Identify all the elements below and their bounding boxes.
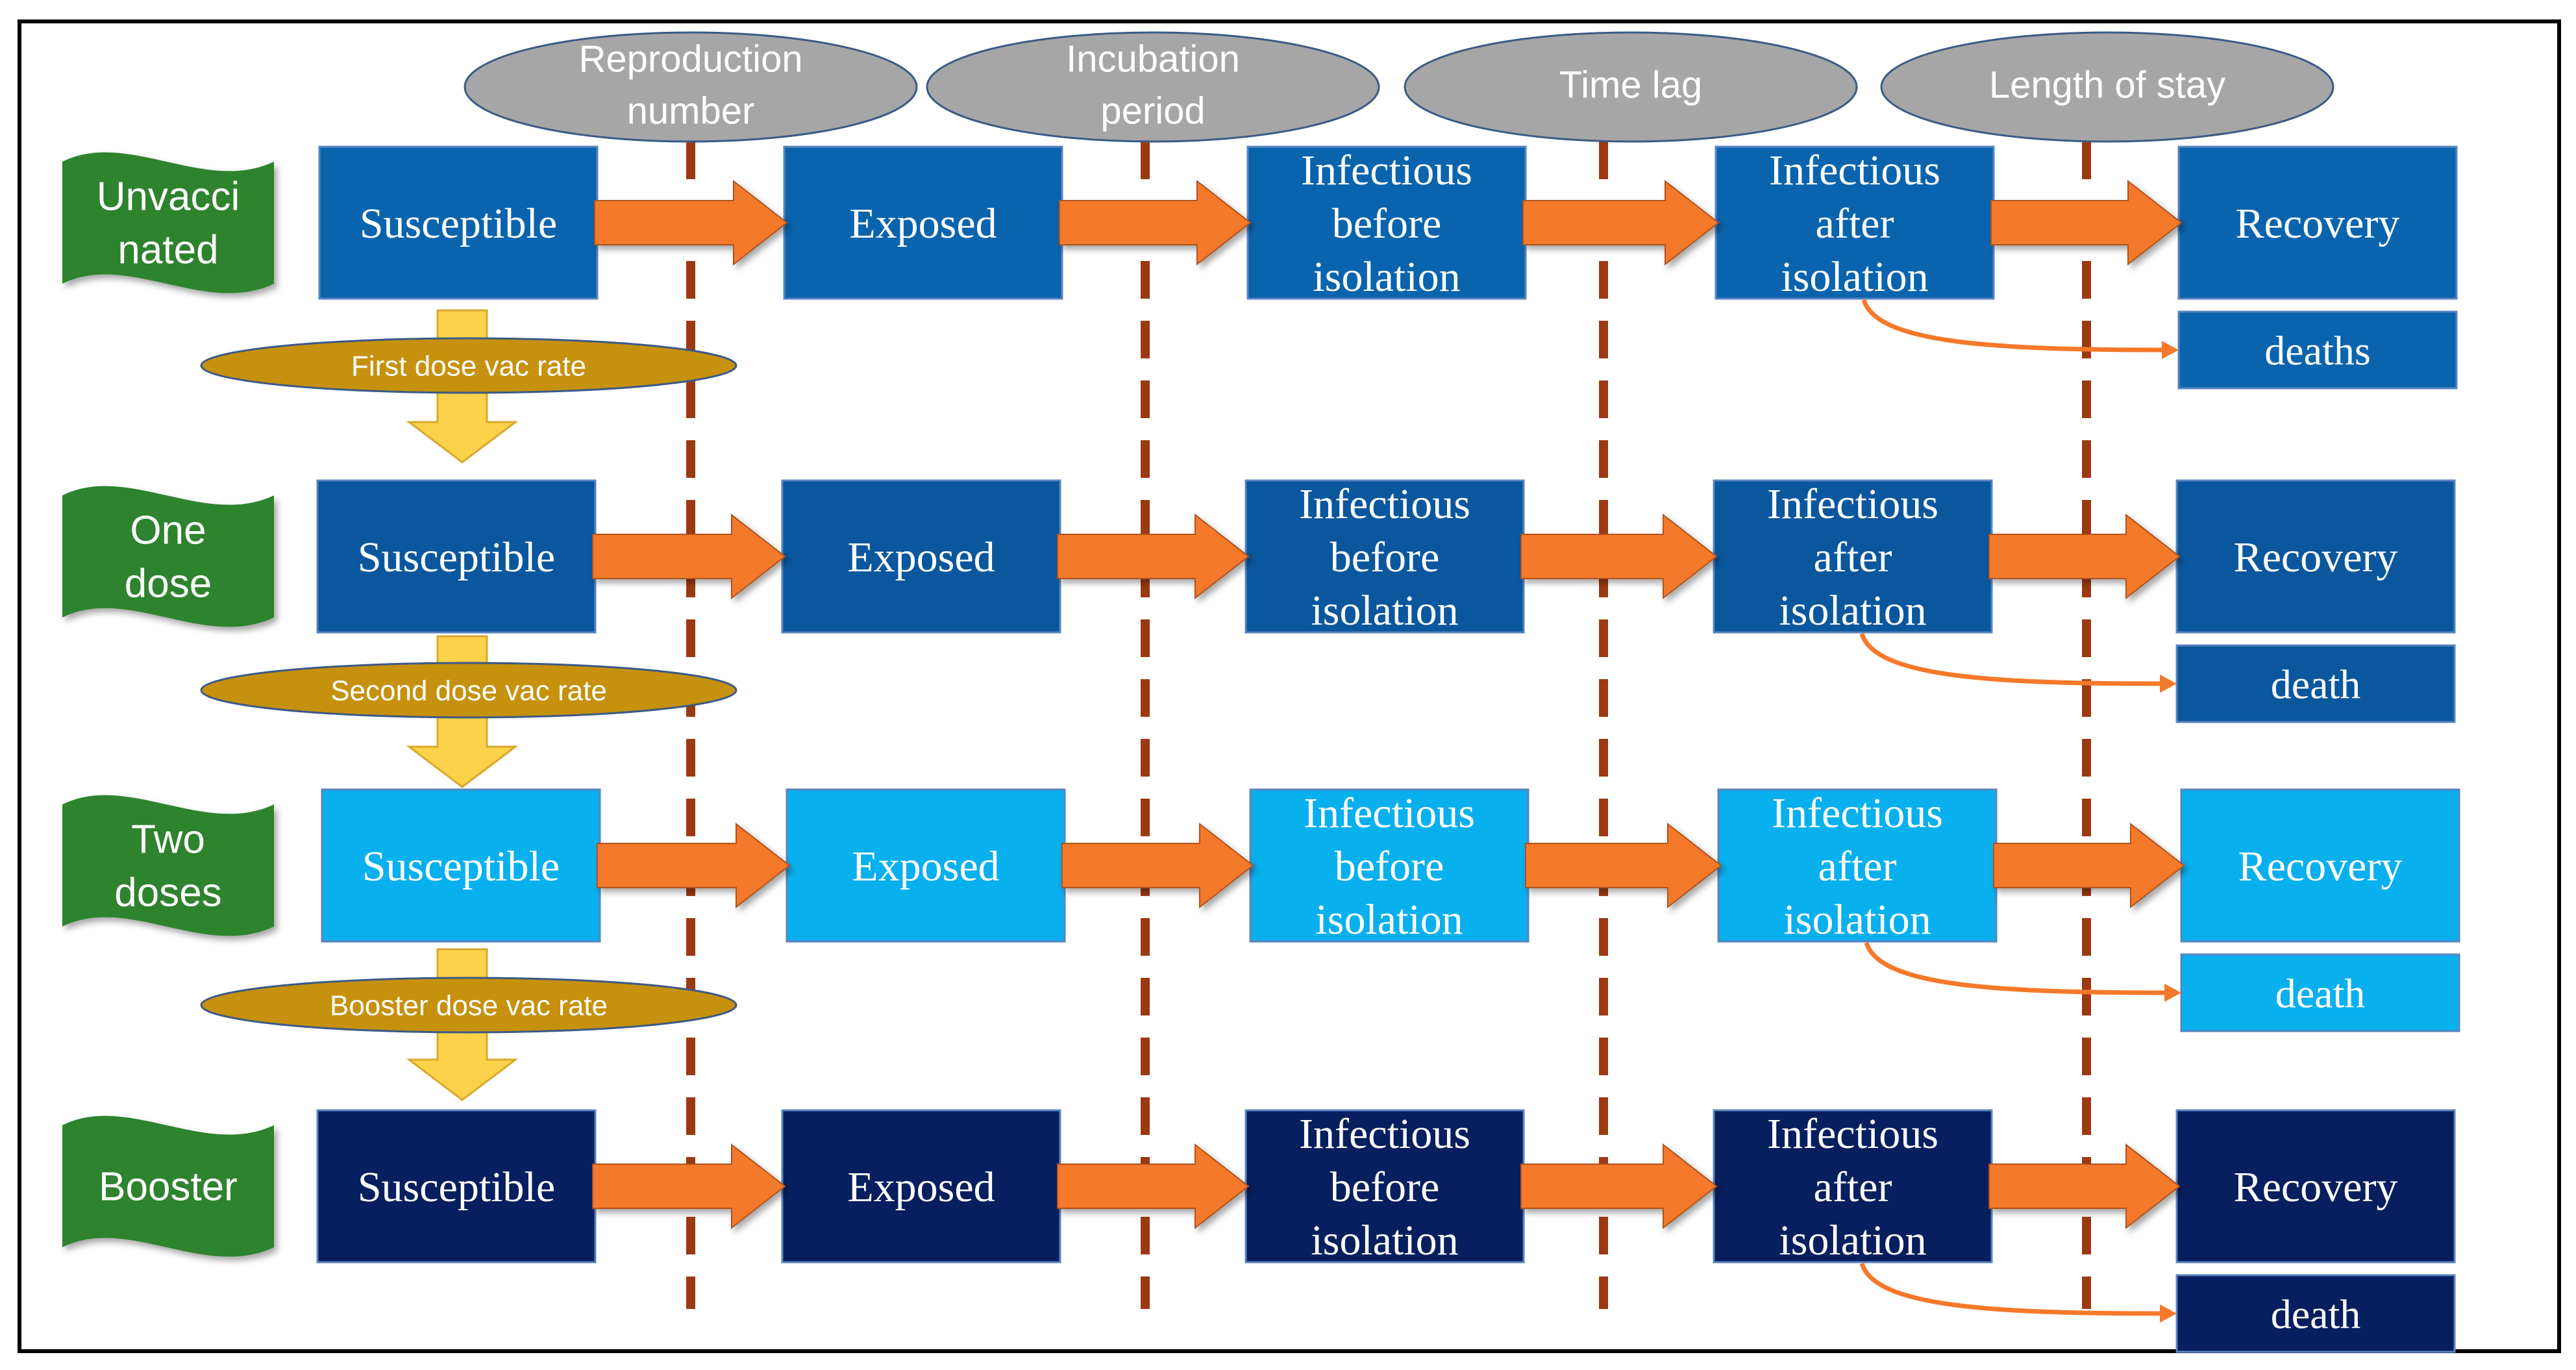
compartment-box — [786, 788, 1066, 943]
compartment-box — [1246, 145, 1527, 300]
compartment-box — [1717, 788, 1998, 943]
stage-ellipse — [464, 31, 918, 143]
compartment-box — [1715, 145, 1995, 300]
group-label: Booster — [99, 1165, 238, 1210]
flow-arrow — [1520, 1143, 1718, 1230]
compartment-label: Exposed — [847, 1164, 995, 1211]
compartment-label: Recovery — [2234, 1164, 2398, 1211]
death-flow-arrow — [1864, 941, 2173, 995]
vaccination-rate-label: Second dose vac rate — [330, 675, 607, 706]
compartment-label: Susceptible — [358, 534, 555, 581]
compartment-box — [1249, 788, 1530, 943]
compartment-box — [2177, 145, 2458, 300]
death-flow-arrow — [1859, 1262, 2168, 1316]
compartment-box — [1245, 479, 1525, 634]
vaccination-rate-ellipse — [200, 977, 737, 1034]
flow-arrow — [1520, 513, 1718, 600]
compartment-label: Susceptible — [358, 1164, 555, 1211]
flow-arrow — [1990, 179, 2183, 266]
death-flow-arrowhead — [2160, 1304, 2177, 1323]
outcome-label: deaths — [2264, 327, 2371, 373]
stage-ellipse — [1404, 31, 1858, 143]
stage-label: Time lag — [1559, 64, 1702, 106]
flow-arrow — [1061, 822, 1254, 909]
death-flow-arrowhead — [2164, 984, 2181, 1002]
compartment-box — [321, 788, 601, 943]
outcome-label: death — [2275, 970, 2366, 1016]
flow-arrow — [1525, 822, 1722, 909]
compartment-label: Recovery — [2234, 534, 2398, 581]
death-flow-arrowhead — [2160, 675, 2177, 693]
vaccination-rate-ellipse — [200, 337, 737, 394]
flow-arrow — [1522, 179, 1720, 266]
compartment-box — [1713, 479, 1993, 634]
compartment-label: Recovery — [2238, 843, 2403, 890]
outcome-label: death — [2271, 1291, 2361, 1337]
compartment-box — [2175, 479, 2456, 634]
compartment-box — [783, 145, 1063, 300]
group-banner — [62, 795, 274, 936]
compartment-box — [316, 479, 597, 634]
flow-arrow — [1988, 1143, 2181, 1230]
flow-arrow — [1057, 513, 1250, 600]
group-banner — [62, 486, 274, 627]
vaccination-rate-ellipse — [200, 662, 737, 719]
death-flow-arrow — [1861, 299, 2170, 353]
flow-arrow — [597, 822, 791, 909]
stage-ellipse — [1880, 31, 2334, 143]
compartment-box — [781, 1109, 1061, 1264]
compartment-box — [318, 145, 599, 300]
death-flow-arrow — [1859, 632, 2168, 686]
outcome-box — [2180, 953, 2460, 1032]
flow-arrow — [592, 513, 786, 600]
compartment-box — [781, 479, 1061, 634]
compartment-label: Susceptible — [360, 200, 557, 247]
compartment-label: Susceptible — [362, 843, 560, 890]
stage-ellipse — [926, 31, 1380, 143]
compartment-label: Recovery — [2236, 200, 2400, 247]
compartment-box — [2175, 1109, 2456, 1264]
stage-label: Length of stay — [1989, 64, 2225, 106]
compartment-label: Exposed — [847, 534, 995, 581]
flow-arrow — [592, 1143, 786, 1230]
compartment-box — [2180, 788, 2460, 943]
flow-arrow — [1988, 513, 2181, 600]
outcome-label: death — [2271, 661, 2361, 707]
vaccination-rate-label: First dose vac rate — [351, 350, 586, 382]
group-banner — [62, 1115, 274, 1257]
flow-arrow — [1057, 1143, 1250, 1230]
compartment-label: Exposed — [849, 200, 997, 247]
flow-arrow — [1993, 822, 2185, 909]
flow-arrow — [594, 179, 788, 266]
group-banner — [62, 152, 274, 293]
outcome-box — [2175, 1274, 2456, 1353]
flow-arrow — [1059, 179, 1252, 266]
vaccination-rate-label: Booster dose vac rate — [330, 990, 608, 1021]
death-flow-arrowhead — [2162, 341, 2179, 359]
compartment-label: Exposed — [852, 843, 999, 890]
